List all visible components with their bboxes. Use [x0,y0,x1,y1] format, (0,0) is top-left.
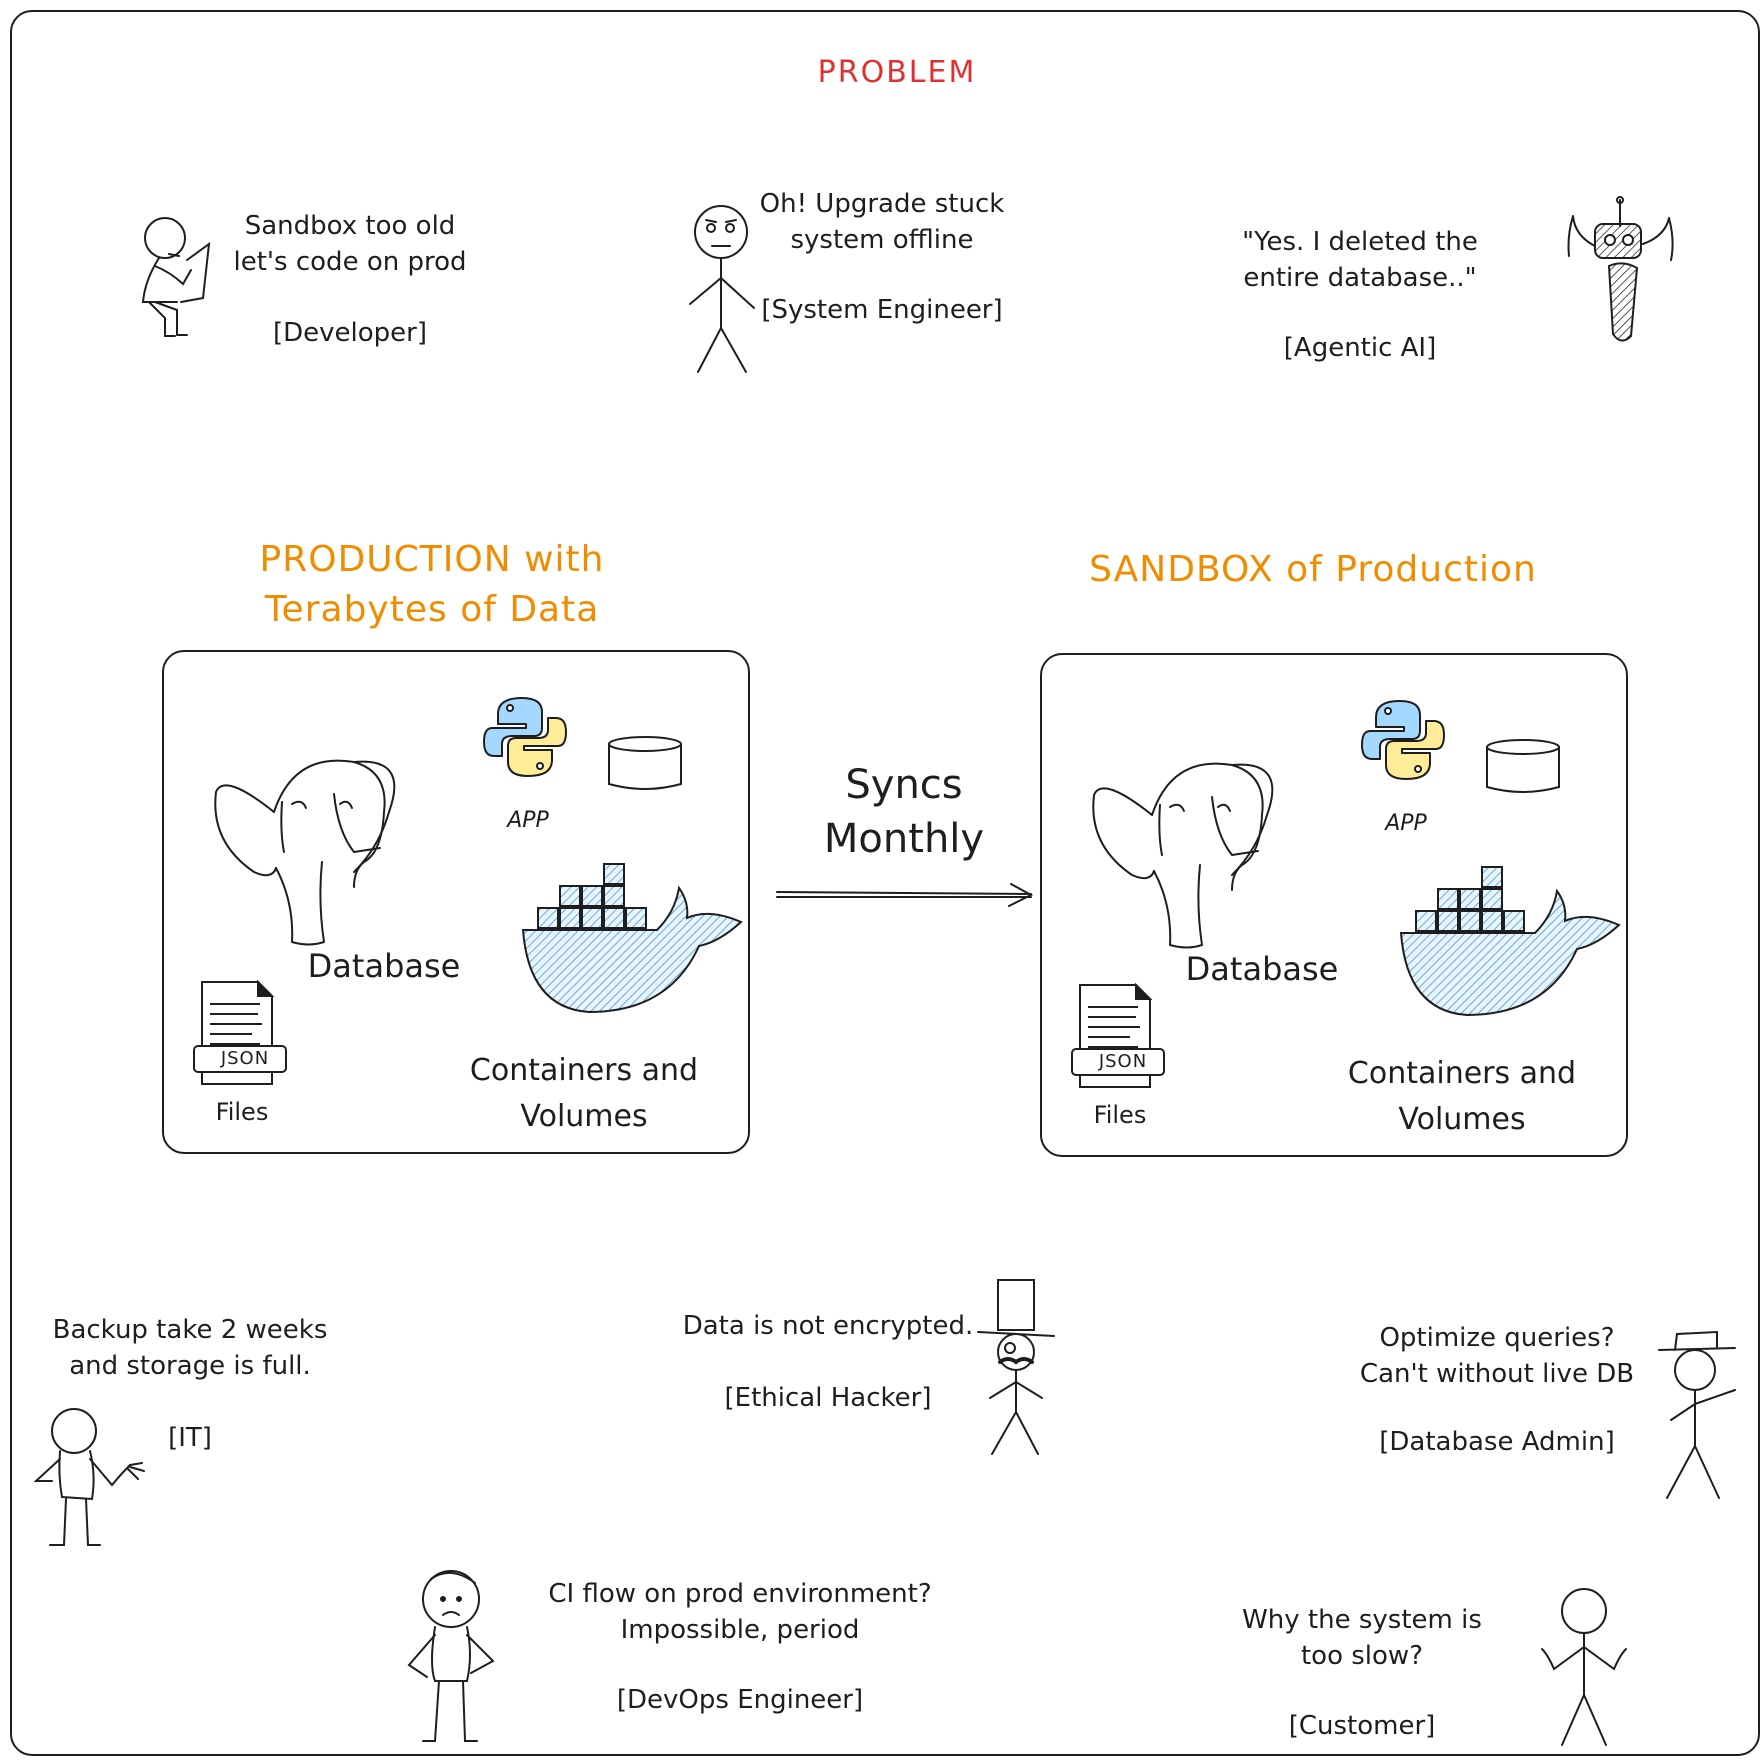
database-admin-role: [Database Admin] [1379,1427,1615,1457]
database-admin-quote: Optimize queries?Can't without live DB [1359,1323,1635,1389]
database-label: Database [307,947,461,985]
system-engineer-figure-icon [689,205,755,373]
customer-figure-icon [1541,1588,1627,1746]
developer-figure-icon [141,217,211,337]
ethical-hacker-quote: Data is not encrypted. [682,1311,974,1341]
elephant-icon [214,759,396,946]
ethical-hacker-role: [Ethical Hacker] [724,1383,932,1413]
arrow-right-icon [776,883,1034,907]
it-figure-icon [33,1408,145,1546]
devops-engineer-role: [DevOps Engineer] [616,1685,864,1715]
json-badge: JSON [220,1048,270,1069]
cylinder-icon [608,736,682,790]
elephant-icon [1092,762,1274,949]
page-title: PROBLEM [817,55,977,90]
it-role: [IT] [168,1423,212,1453]
devops-figure-icon [407,1570,495,1742]
robot-icon [1567,196,1674,342]
developer-role: [Developer] [272,318,428,348]
python-icon [1361,700,1445,780]
files-label: Files [1093,1101,1147,1129]
database-admin-figure-icon [1658,1330,1736,1499]
files-label: Files [215,1098,269,1126]
app-label: APP [1385,811,1427,836]
cylinder-icon [1486,739,1560,793]
customer-role: [Customer] [1288,1711,1436,1741]
json-file-icon [193,980,287,1085]
devops-engineer-quote: CI flow on prod environment?Impossible, … [548,1579,932,1645]
json-file-icon [1071,983,1165,1088]
agentic-ai-role: [Agentic AI] [1283,333,1437,363]
database-label: Database [1185,950,1339,988]
diagram-frame [10,10,1760,1756]
json-badge: JSON [1098,1051,1148,1072]
system-engineer-role: [System Engineer] [761,295,1003,325]
ethical-hacker-figure-icon [977,1279,1055,1455]
app-label: APP [507,808,549,833]
sandbox-heading: SANDBOX of Production [1089,549,1537,590]
python-icon [483,697,567,777]
docker-whale-icon [521,863,743,1014]
docker-whale-icon [1399,866,1621,1017]
